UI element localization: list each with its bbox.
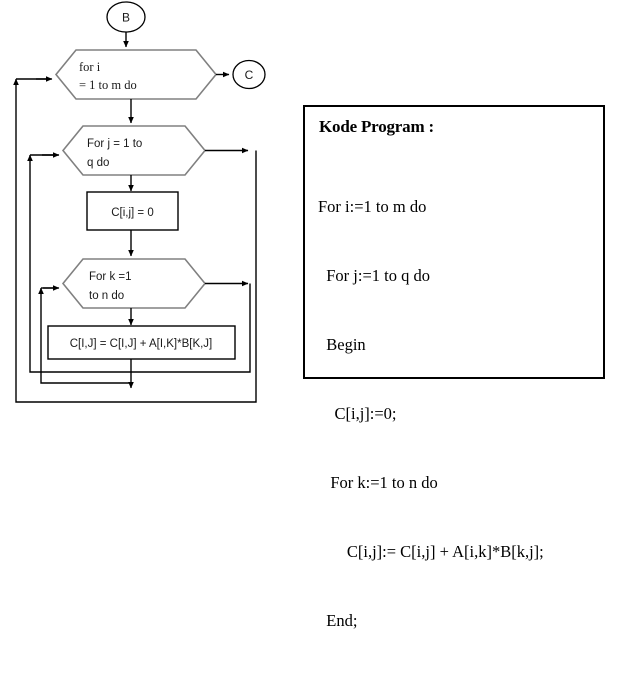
- node-loop-k-hexagon: [61, 258, 207, 309]
- code-line: Begin: [318, 335, 366, 354]
- node-accumulate-box: [47, 325, 236, 360]
- diagram-canvas: B for i = 1 to m do C For j = 1 to q do …: [13, 1, 605, 630]
- code-panel: Kode Program : For i:=1 to m do For j:=1…: [303, 105, 605, 630]
- code-panel-title: Kode Program :: [319, 117, 434, 136]
- code-panel-body: For i:=1 to m do For j:=1 to q do Begin …: [318, 149, 544, 678]
- code-line: For i:=1 to m do: [318, 197, 427, 216]
- code-line: C[i,j]:= C[i,j] + A[i,k]*B[k,j];: [318, 542, 544, 561]
- loopback-k-path: [38, 287, 131, 384]
- node-loop-i-hexagon: [54, 49, 218, 100]
- node-loop-j-line2: q do: [87, 157, 109, 169]
- node-loop-j-line1: For j = 1 to: [87, 138, 142, 150]
- node-loop-i-line2: = 1 to m do: [79, 78, 137, 92]
- code-line: For j:=1 to q do: [318, 266, 430, 285]
- connector-b-label: B: [122, 11, 130, 25]
- connector-c-label: C: [245, 68, 254, 82]
- connector-c-circle: [232, 59, 266, 90]
- node-accumulate-label: C[I,J] = C[I,J] + A[I,K]*B[K,J]: [70, 338, 213, 350]
- code-line: End;: [318, 611, 358, 630]
- node-loop-k-line2: to n do: [89, 290, 124, 302]
- node-loop-k-line1: For k =1: [89, 271, 132, 283]
- flowchart-svg: B for i = 1 to m do C For j = 1 to q do …: [13, 1, 266, 403]
- node-init-c-box: [86, 191, 179, 231]
- node-loop-j-hexagon: [61, 125, 207, 176]
- loopback-i-path: [13, 78, 257, 403]
- code-line: C[i,j]:=0;: [318, 404, 397, 423]
- code-line: For k:=1 to n do: [318, 473, 438, 492]
- loopback-j-path: [27, 154, 251, 373]
- node-init-c-label: C[i,j] = 0: [111, 207, 154, 219]
- node-loop-i-line1: for i: [79, 60, 101, 74]
